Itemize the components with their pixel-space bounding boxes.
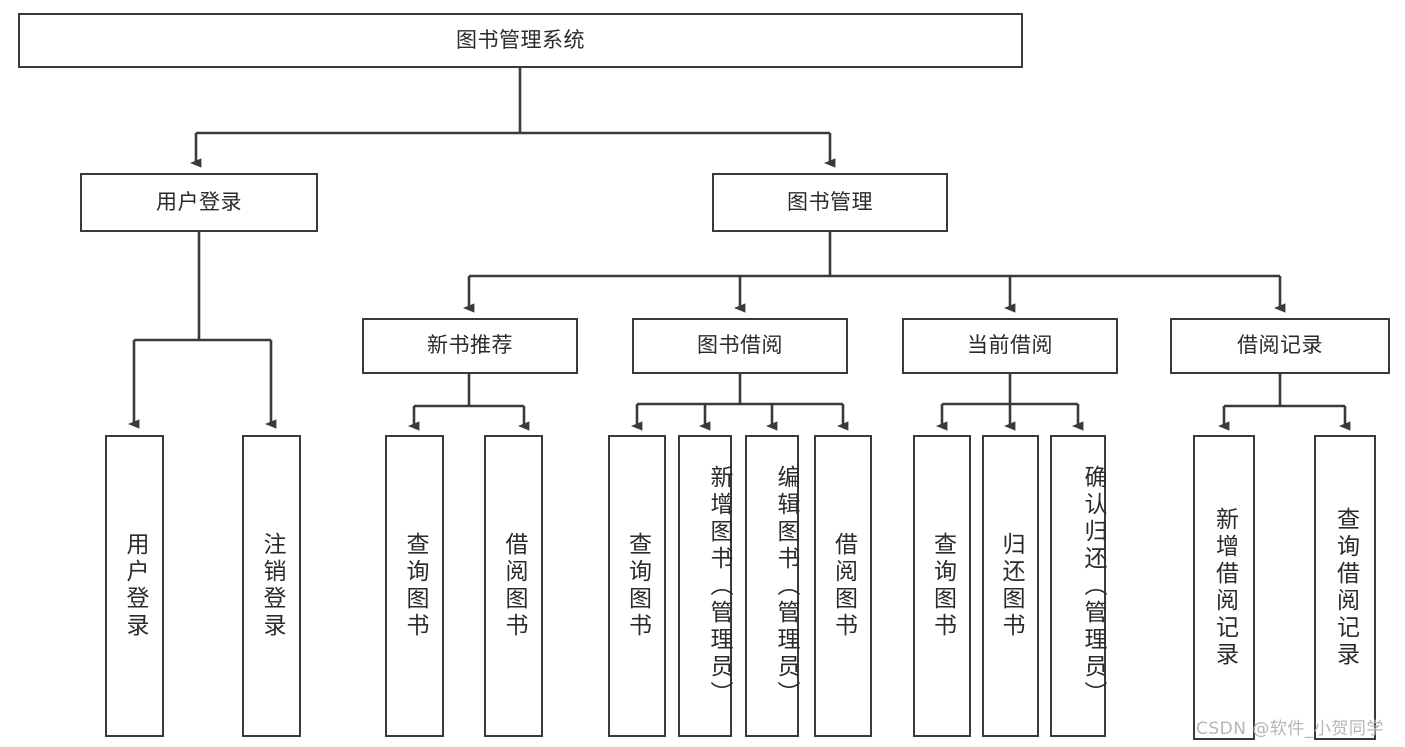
node-current-borrow[interactable]: 当前借阅 — [902, 318, 1118, 374]
leaf-borrow-record-query[interactable]: 查询借阅记录 — [1314, 435, 1376, 740]
leaf-book-borrow-query[interactable]: 查询图书 — [608, 435, 666, 737]
node-new-book-recommend[interactable]: 新书推荐 — [362, 318, 578, 374]
leaf-new-book-query[interactable]: 查询图书 — [385, 435, 444, 737]
leaf-book-borrow-edit[interactable]: 编辑图书（管理员） — [745, 435, 799, 737]
leaf-current-borrow-confirm[interactable]: 确认归还（管理员） — [1050, 435, 1106, 737]
leaf-new-book-borrow[interactable]: 借阅图书 — [484, 435, 543, 737]
leaf-borrow-record-add[interactable]: 新增借阅记录 — [1193, 435, 1255, 740]
leaf-user-login-logout[interactable]: 注销登录 — [242, 435, 301, 737]
leaf-book-borrow-add[interactable]: 新增图书（管理员） — [678, 435, 732, 737]
node-book-borrow[interactable]: 图书借阅 — [632, 318, 848, 374]
node-borrow-record[interactable]: 借阅记录 — [1170, 318, 1390, 374]
leaf-current-borrow-return[interactable]: 归还图书 — [982, 435, 1039, 737]
node-book-management[interactable]: 图书管理 — [712, 173, 948, 232]
leaf-book-borrow-borrow[interactable]: 借阅图书 — [814, 435, 872, 737]
node-root-system[interactable]: 图书管理系统 — [18, 13, 1023, 68]
csdn-watermark: CSDN @软件_小贺同学 — [1196, 719, 1384, 739]
node-user-login[interactable]: 用户登录 — [80, 173, 318, 232]
leaf-user-login-login[interactable]: 用户登录 — [105, 435, 164, 737]
leaf-current-borrow-query[interactable]: 查询图书 — [913, 435, 971, 737]
